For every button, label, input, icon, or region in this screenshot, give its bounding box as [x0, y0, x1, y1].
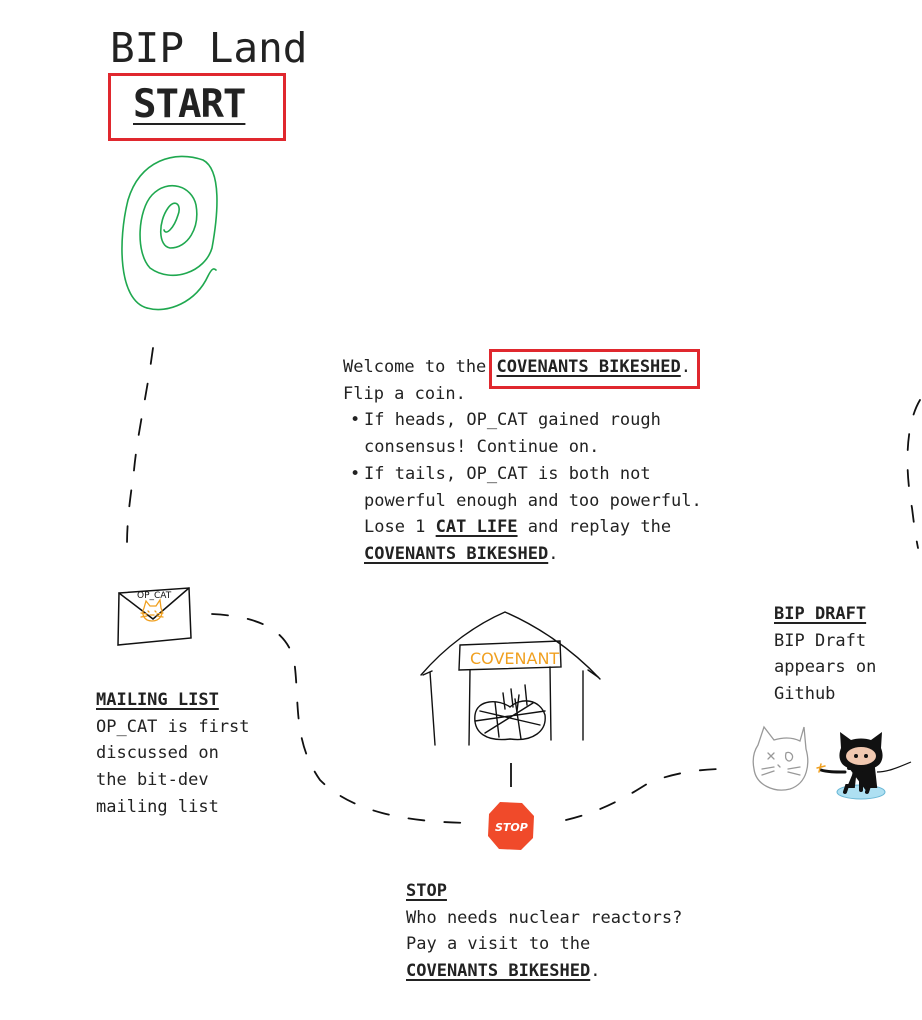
github-octocat-icon	[816, 732, 912, 800]
covenants-description: Welcome to the COVENANTS BIKESHED. Flip …	[343, 354, 702, 568]
covenants-bikeshed-replay-link[interactable]: COVENANTS BIKESHED	[364, 543, 549, 564]
dead-cat-icon	[752, 725, 809, 791]
game-title: BIP Land	[110, 24, 308, 72]
bip-draft-link[interactable]: BIP DRAFT	[774, 604, 867, 624]
envelope-label: OP_CAT	[137, 591, 172, 601]
envelope-cat-icon[interactable]: OP_CAT	[115, 585, 195, 646]
covenants-highlight-box	[489, 349, 700, 389]
shed-sign-label: COVENANT	[470, 649, 559, 668]
tails-outcome: If tails, OP_CAT is both not powerful en…	[343, 461, 702, 568]
start-highlight-box	[108, 73, 286, 141]
stop-link[interactable]: STOP	[406, 881, 447, 901]
cat-life-link[interactable]: CAT LIFE	[435, 517, 518, 538]
covenants-welcome-line: Welcome to the COVENANTS BIKESHED.	[343, 357, 692, 377]
bip-draft-tile: BIP DRAFT BIP Draft appears on Github	[774, 604, 877, 705]
stop-sign-label: STOP	[495, 821, 528, 834]
start-link[interactable]: START	[133, 82, 246, 127]
spiral-icon	[121, 155, 218, 311]
flip-coin-line: Flip a coin.	[343, 383, 466, 404]
stop-sign-icon[interactable]: STOP	[486, 800, 536, 852]
stop-tile: STOP Who needs nuclear reactors? Pay a v…	[406, 881, 683, 982]
stop-covenants-bikeshed-link[interactable]: COVENANTS BIKESHED	[406, 961, 591, 982]
covenants-bikeshed-link[interactable]: COVENANTS BIKESHED	[496, 357, 681, 377]
heads-outcome: If heads, OP_CAT gained rough consensus!…	[343, 407, 702, 460]
mailing-list-link[interactable]: MAILING LIST	[96, 690, 219, 710]
mailing-list-tile: MAILING LIST OP_CAT is first discussed o…	[96, 690, 250, 817]
coin-outcomes-list: If heads, OP_CAT gained rough consensus!…	[343, 407, 702, 567]
covenant-shed-icon[interactable]: COVENANT	[415, 607, 615, 757]
